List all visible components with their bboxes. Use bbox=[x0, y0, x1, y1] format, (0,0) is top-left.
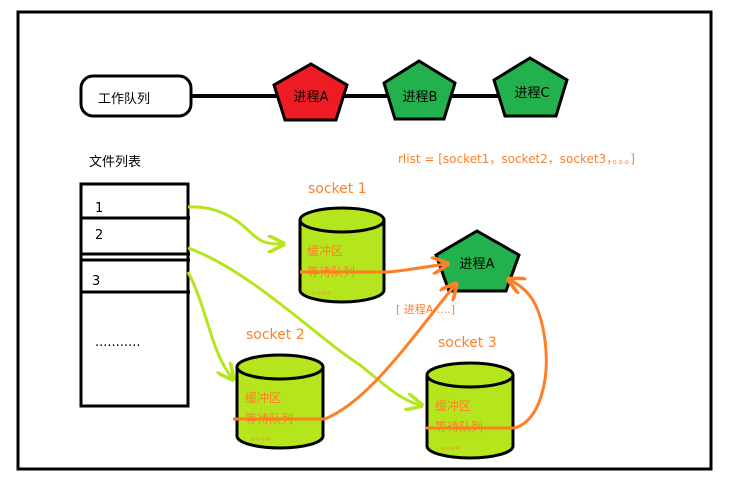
socket1-name: socket 1 bbox=[308, 181, 367, 197]
process-c-label: 进程C bbox=[514, 86, 549, 101]
socket2-dots: 。。。。 bbox=[251, 432, 276, 443]
socket1-cylinder bbox=[298, 206, 386, 304]
fd1-to-socket1-arrow bbox=[187, 205, 282, 244]
socket1-buffer: 缓冲区 bbox=[307, 243, 343, 258]
process-b-pentagon bbox=[382, 59, 457, 121]
file-list-row-2: 2 bbox=[95, 228, 103, 243]
socket2-name: socket 2 bbox=[246, 327, 305, 343]
socket2-cylinder bbox=[235, 353, 325, 450]
blocked-process-a-pentagon bbox=[434, 229, 521, 293]
blocked-process-a-label: 进程A bbox=[460, 257, 495, 272]
file-list-row-1: 1 bbox=[95, 201, 103, 216]
process-c-pentagon bbox=[492, 56, 569, 118]
socket1-dots: 。。。。 bbox=[312, 286, 337, 297]
process-a-label: 进程A bbox=[294, 90, 329, 105]
fd2-to-socket3-arrow bbox=[187, 246, 420, 405]
socket3-cylinder bbox=[425, 361, 515, 460]
file-list-ellipsis: ........... bbox=[95, 335, 140, 350]
file-list-row-3: 3 bbox=[92, 274, 100, 289]
file-list-title: 文件列表 bbox=[89, 155, 141, 170]
socket3-waitqueue-arrow bbox=[425, 280, 548, 430]
socket3-name: socket 3 bbox=[438, 335, 497, 351]
file-list-table bbox=[79, 182, 190, 408]
process-b-label: 进程B bbox=[403, 90, 438, 105]
process-list-label: [ 进程A ....] bbox=[396, 303, 455, 316]
socket2-waitqueue-arrow bbox=[233, 285, 455, 421]
rlist-text: rlist = [socket1，socket2，socket3，。。。] bbox=[398, 152, 635, 166]
socket3-buffer: 缓冲区 bbox=[435, 398, 471, 413]
fd3-to-socket2-arrow bbox=[186, 271, 232, 378]
work-queue-box bbox=[79, 74, 193, 118]
socket2-buffer: 缓冲区 bbox=[245, 390, 281, 405]
work-queue-label: 工作队列 bbox=[98, 92, 150, 107]
socket1-waitqueue-arrow bbox=[300, 264, 446, 272]
socket3-dots: 。。。。 bbox=[441, 441, 466, 452]
process-a-pentagon bbox=[272, 62, 349, 122]
